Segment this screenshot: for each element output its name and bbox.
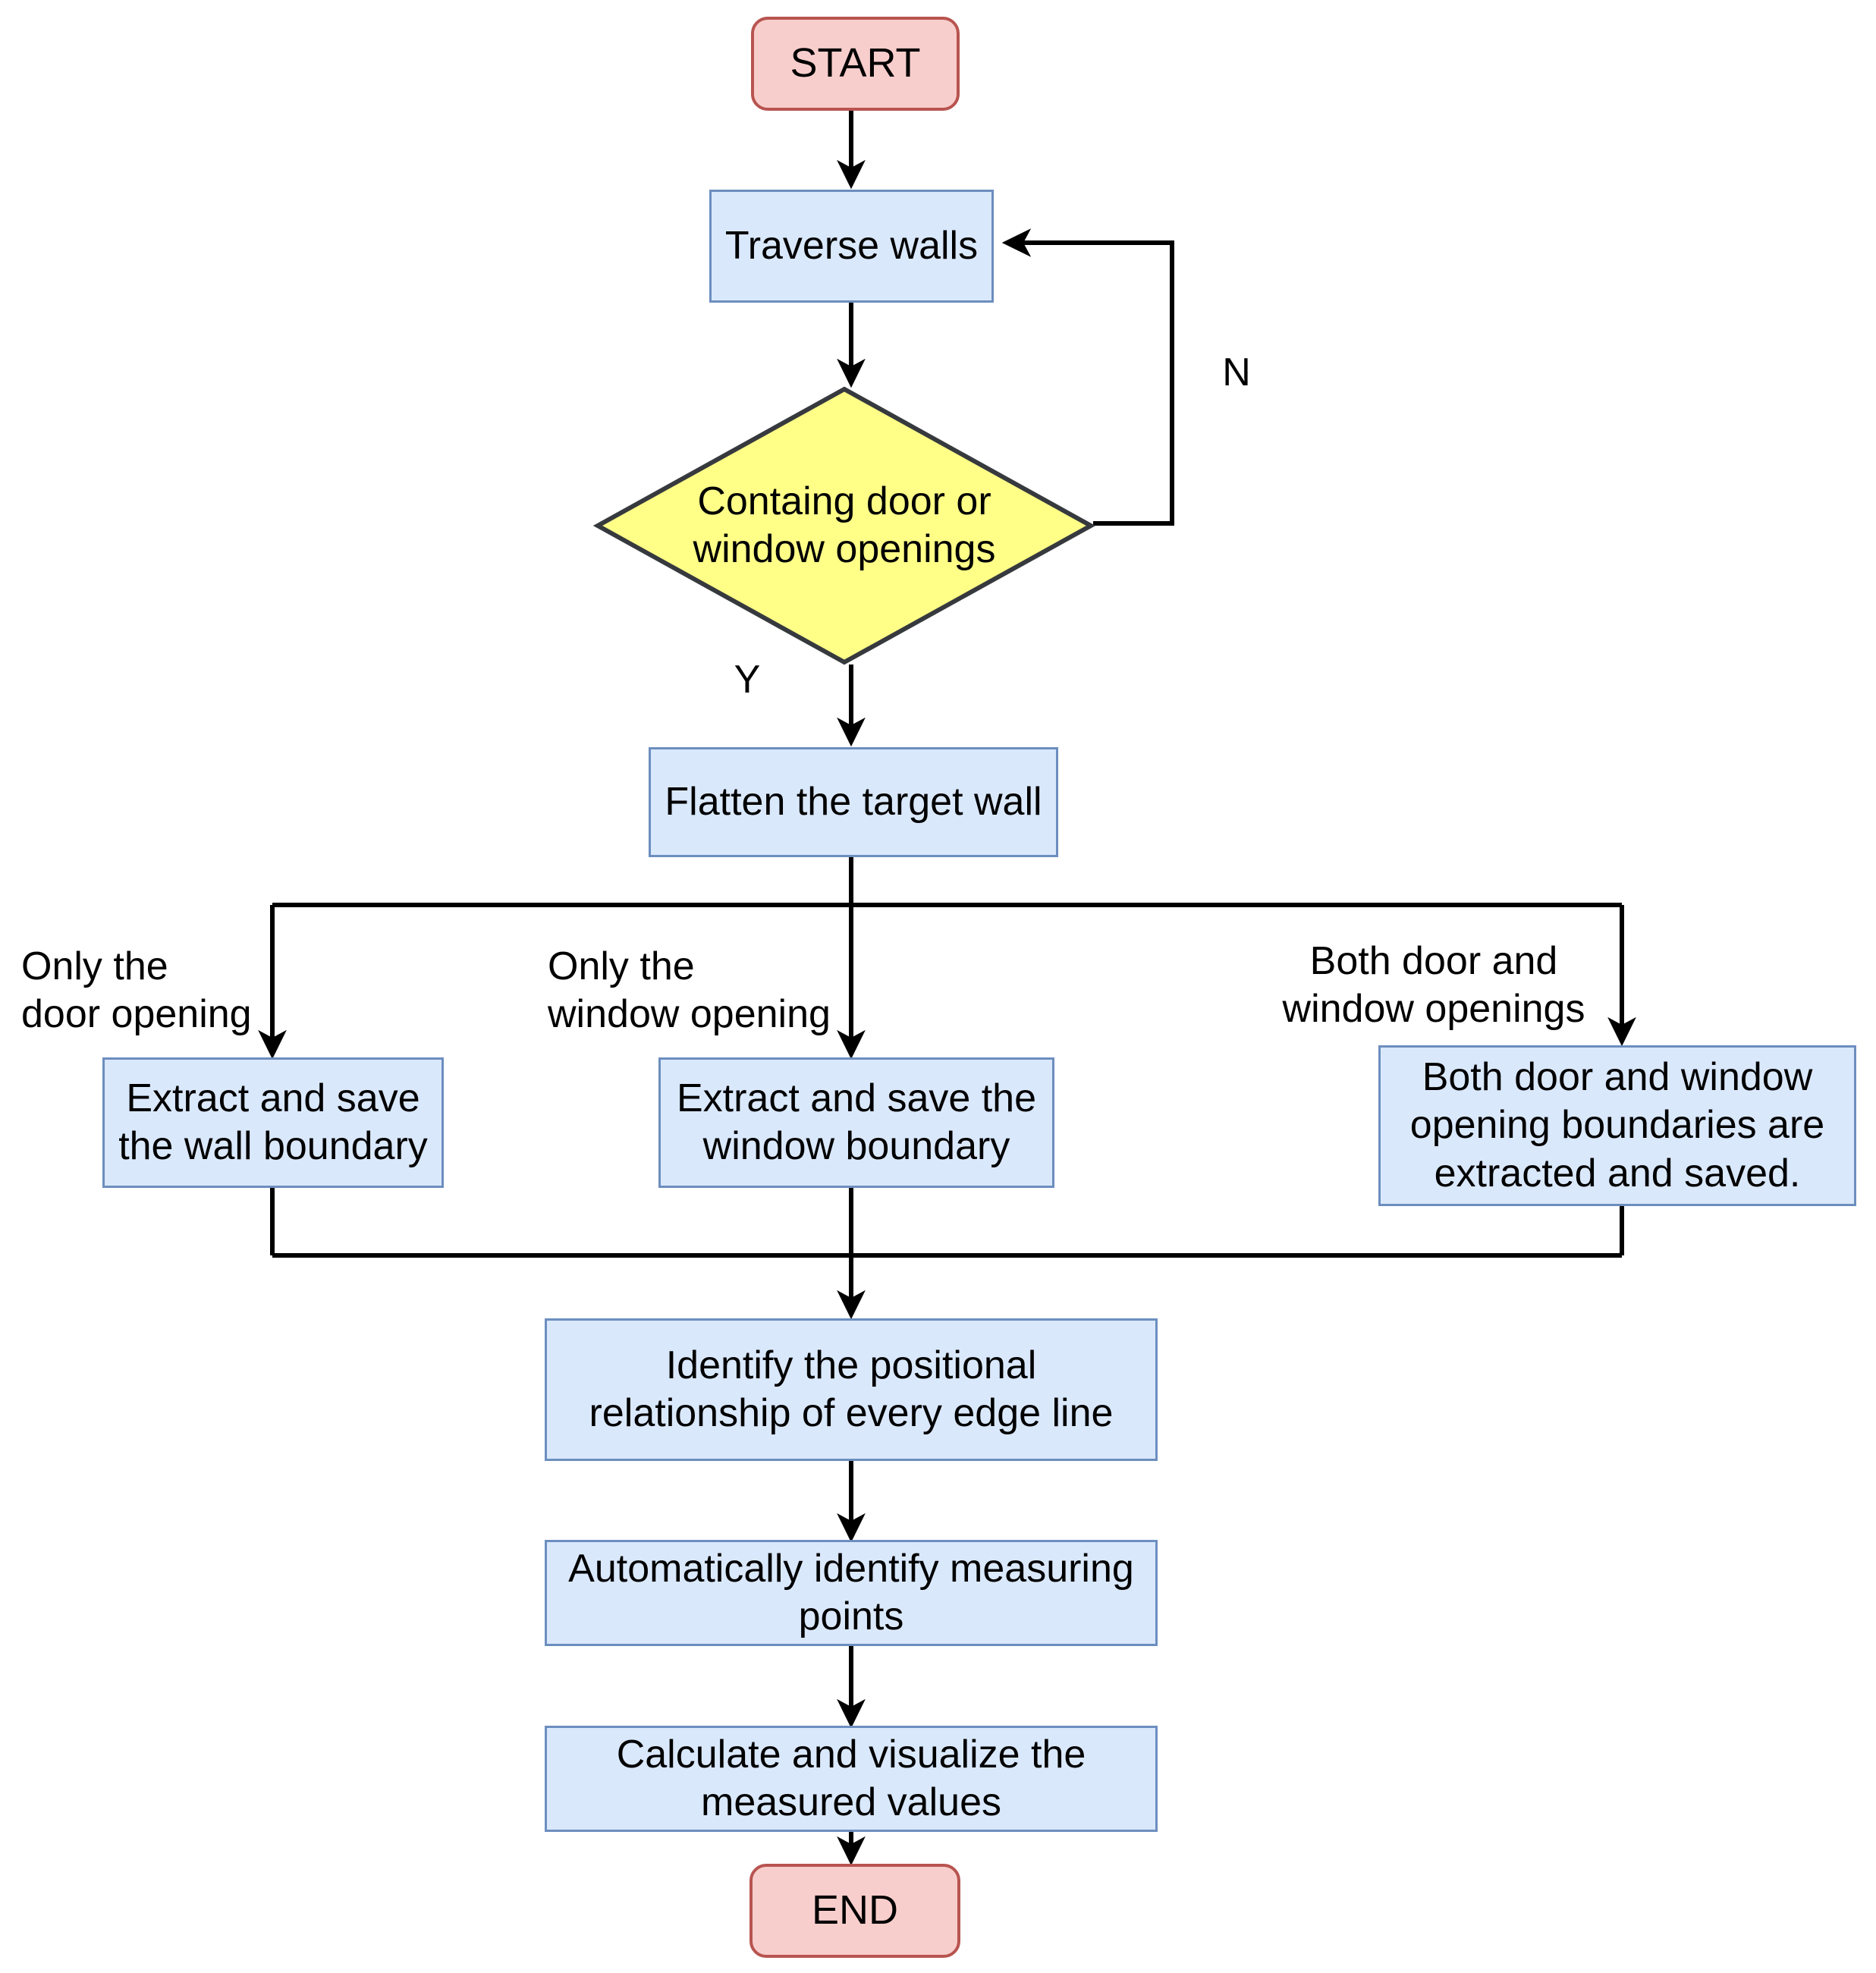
- node-flatten-wall-label: Flatten the target wall: [665, 779, 1042, 824]
- node-identify-measuring-points-label: Automatically identify measuring points: [568, 1546, 1134, 1638]
- node-traverse-walls[interactable]: Traverse walls: [709, 190, 994, 303]
- node-start[interactable]: START: [751, 17, 960, 111]
- node-identify-measuring-points[interactable]: Automatically identify measuring points: [545, 1540, 1158, 1646]
- node-extract-window-boundary-label: Extract and save the window boundary: [676, 1076, 1037, 1168]
- node-identify-positional[interactable]: Identify the positional relationship of …: [545, 1318, 1158, 1461]
- edge-label-branch-door: Only the door opening: [21, 944, 252, 1037]
- node-calculate-visualize[interactable]: Calculate and visualize the measured val…: [545, 1726, 1158, 1832]
- node-start-label: START: [790, 40, 921, 86]
- node-end-label: END: [811, 1887, 898, 1934]
- edge-label-branch-window: Only the window opening: [548, 944, 831, 1037]
- node-traverse-walls-label: Traverse walls: [724, 223, 979, 268]
- edge-label-no: N: [1222, 350, 1251, 394]
- decision-diamond-shape: [592, 386, 1096, 665]
- node-decision-openings[interactable]: Containg door or window openings: [592, 386, 1096, 665]
- node-identify-positional-label: Identify the positional relationship of …: [589, 1343, 1114, 1435]
- node-end[interactable]: END: [749, 1864, 960, 1958]
- node-extract-window-boundary[interactable]: Extract and save the window boundary: [658, 1057, 1054, 1188]
- node-extract-wall-boundary[interactable]: Extract and save the wall boundary: [102, 1057, 444, 1188]
- node-extract-both-boundaries-label: Both door and window opening boundaries …: [1409, 1054, 1825, 1195]
- node-calculate-visualize-label: Calculate and visualize the measured val…: [616, 1732, 1086, 1824]
- node-extract-both-boundaries[interactable]: Both door and window opening boundaries …: [1378, 1045, 1856, 1206]
- edge-label-yes: Y: [734, 658, 761, 702]
- edge-label-branch-both: Both door and window openings: [1282, 939, 1585, 1032]
- node-flatten-wall[interactable]: Flatten the target wall: [649, 747, 1058, 857]
- node-extract-wall-boundary-label: Extract and save the wall boundary: [118, 1076, 428, 1168]
- node-decision-openings-label: Containg door or window openings: [693, 479, 996, 571]
